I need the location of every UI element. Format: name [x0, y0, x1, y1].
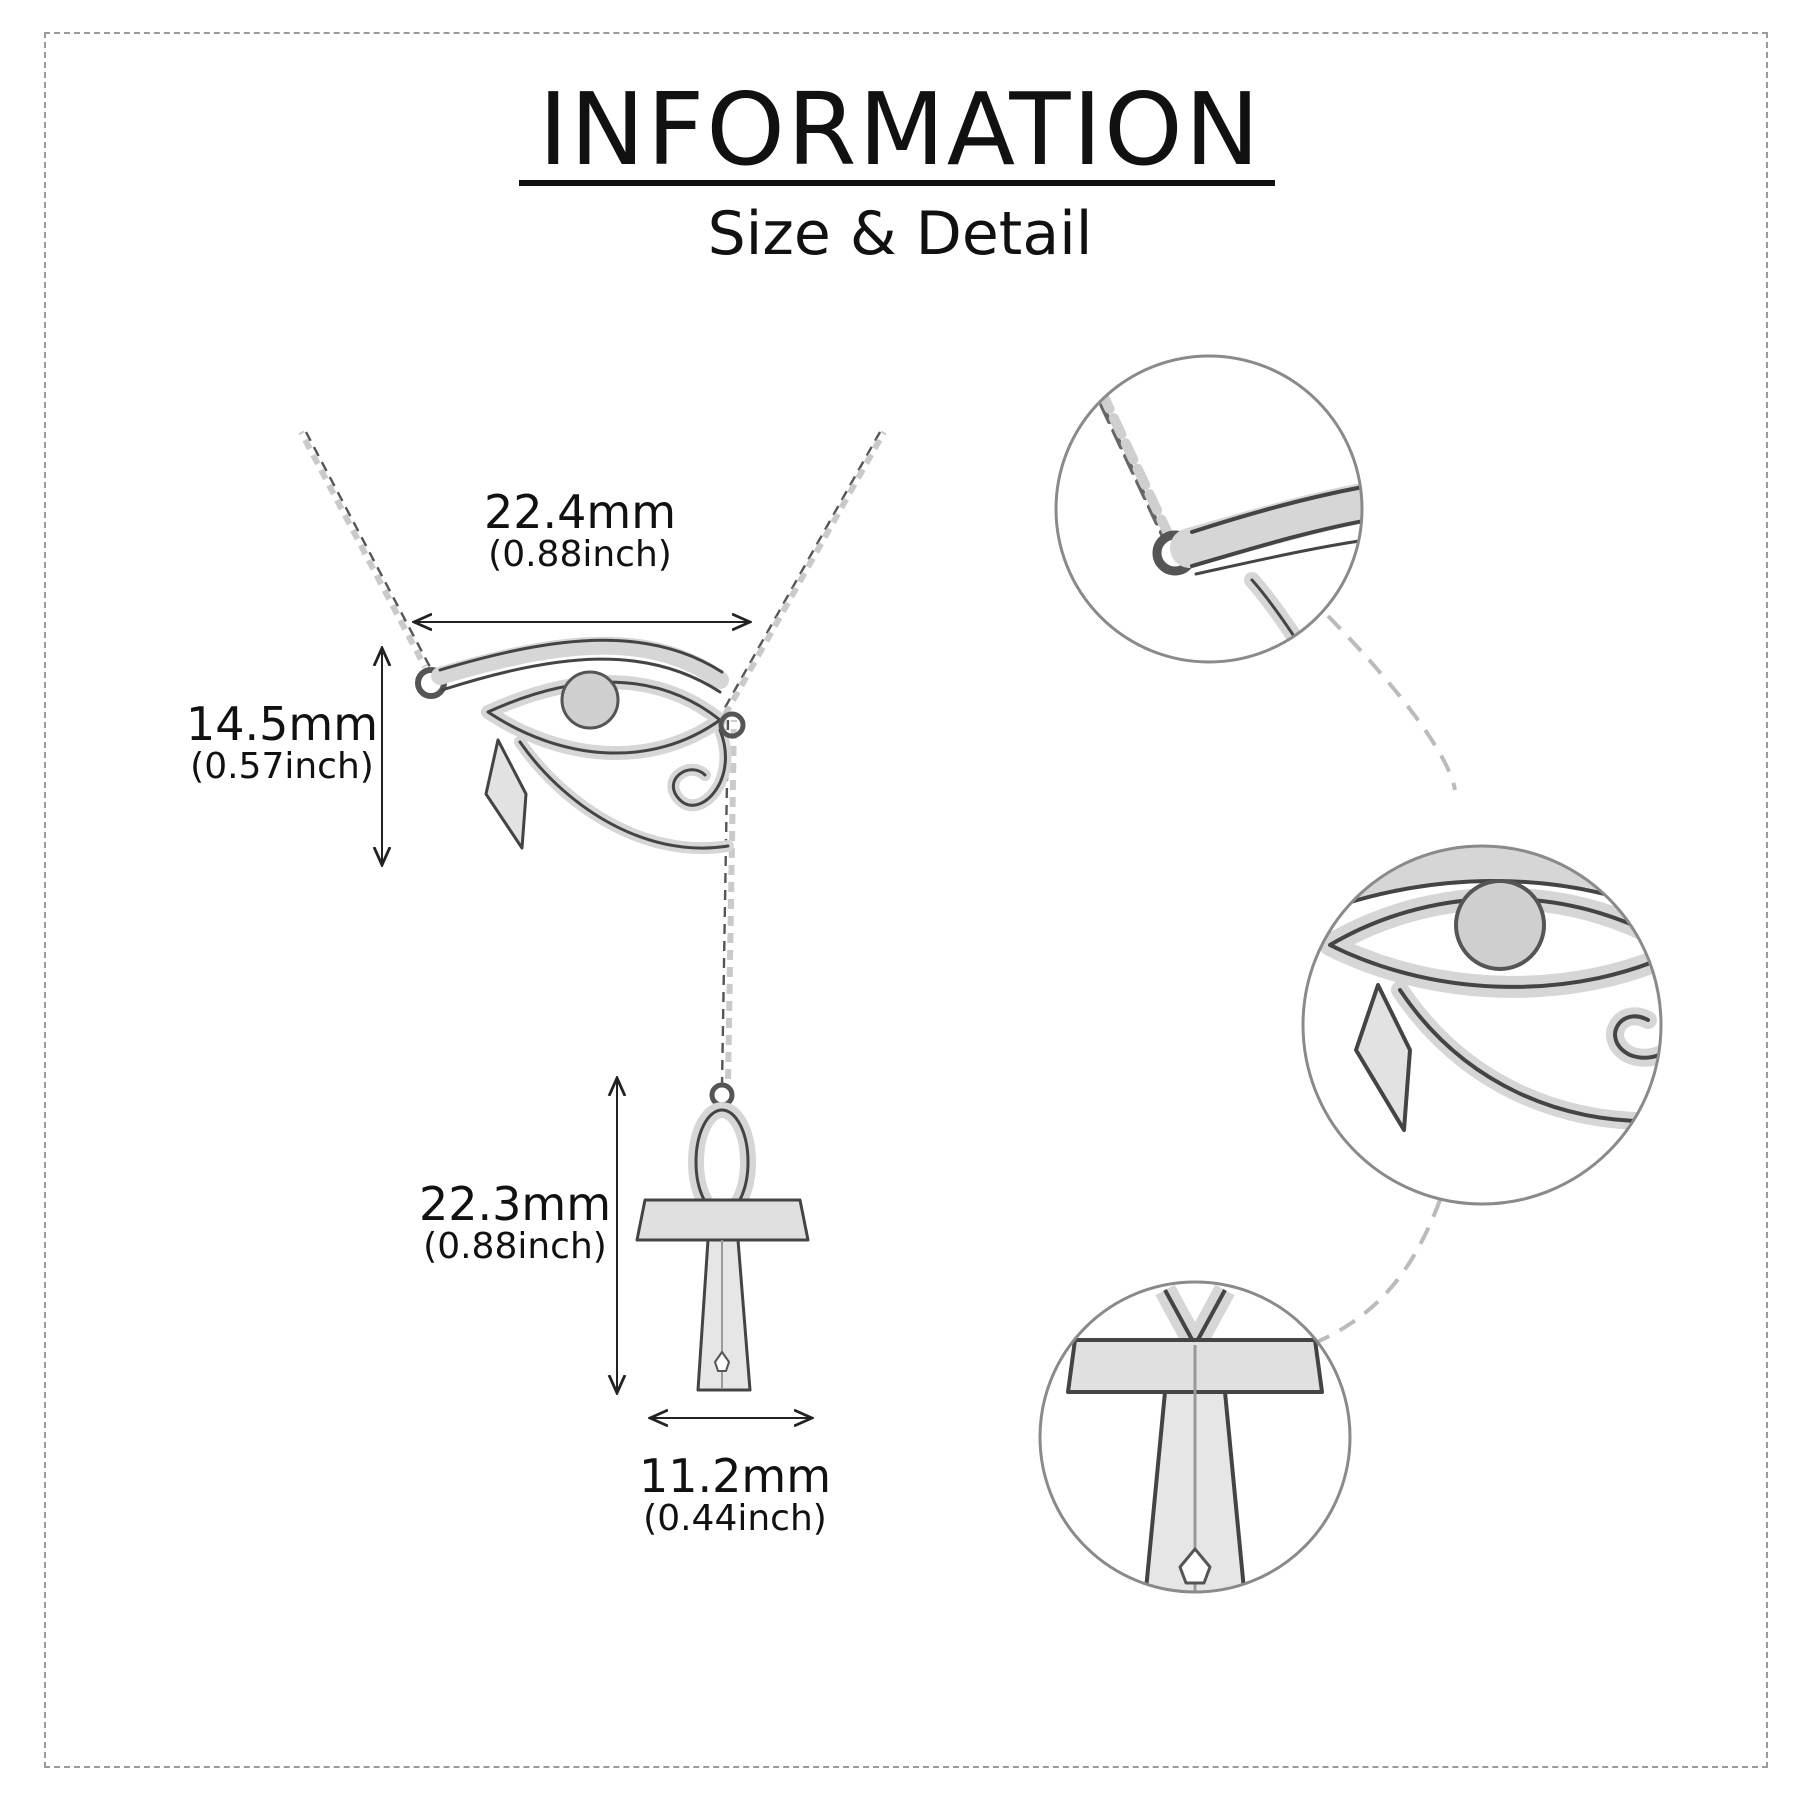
eye-width-mm: 22.4mm	[483, 485, 677, 539]
title-underline	[519, 180, 1275, 186]
eye-detail	[1301, 844, 1663, 1206]
detail-connectors	[1309, 614, 1457, 1347]
page-subtitle: Size & Detail	[707, 199, 1093, 269]
ankh-width-mm: 11.2mm	[638, 1449, 832, 1503]
measure-lines	[382, 622, 812, 1418]
ankh-width-label: 11.2mm (0.44inch)	[630, 1452, 840, 1538]
ankh-detail	[1038, 1280, 1352, 1594]
eye-width-label: 22.4mm (0.88inch)	[470, 488, 690, 574]
page-title: INFORMATION	[538, 71, 1262, 188]
ankh-pendant	[635, 1082, 810, 1392]
ankh-height-label: 22.3mm (0.88inch)	[410, 1180, 620, 1266]
chain-right	[716, 430, 887, 722]
ankh-height-mm: 22.3mm	[418, 1177, 612, 1231]
chain-link-detail	[1054, 354, 1364, 664]
dashed-frame	[44, 32, 1768, 1768]
chain-left	[298, 430, 432, 669]
eye-of-horus-pendant	[415, 636, 746, 854]
ankh-width-inch: (0.44inch)	[643, 1498, 827, 1540]
eye-height-label: 14.5mm (0.57inch)	[182, 700, 382, 786]
eye-width-inch: (0.88inch)	[488, 534, 672, 576]
eye-height-inch: (0.57inch)	[190, 746, 374, 788]
eye-height-mm: 14.5mm	[185, 697, 379, 751]
ankh-height-inch: (0.88inch)	[423, 1226, 607, 1268]
